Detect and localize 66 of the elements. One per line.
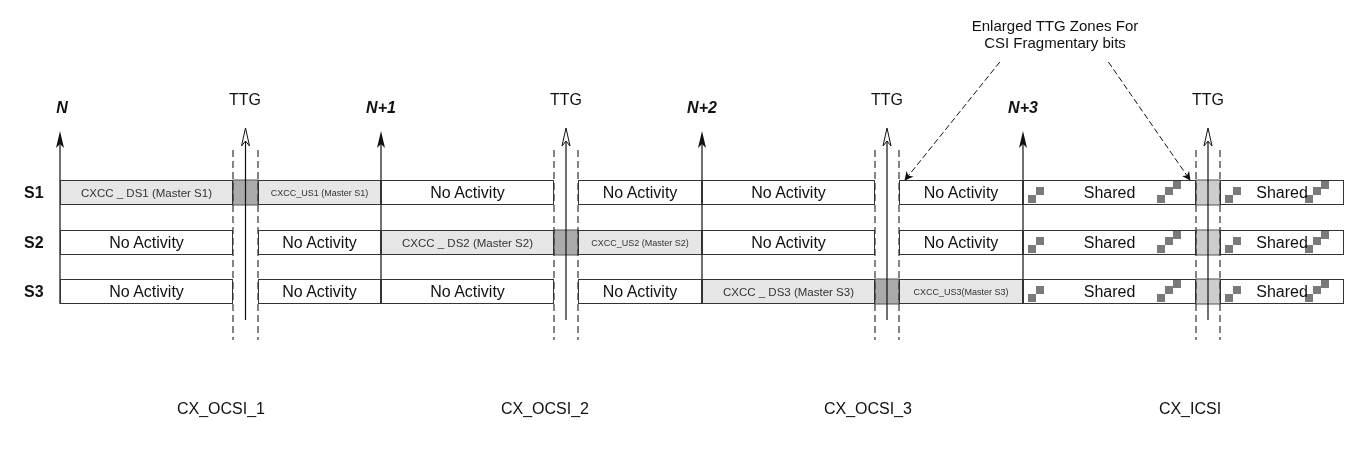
- shaded-time-slot: [899, 279, 1023, 304]
- slot-label: No Activity: [751, 183, 826, 202]
- time-slot: [899, 180, 1023, 205]
- row-label: S3: [24, 283, 44, 301]
- slot-label: No Activity: [109, 233, 184, 252]
- slot-label: Shared: [1256, 233, 1308, 252]
- row-label: S2: [24, 234, 44, 252]
- time-slot: [258, 230, 381, 255]
- slot-label: CXCC _ DS3 (Master S3): [723, 285, 854, 298]
- time-slot: [899, 230, 1023, 255]
- leader-arrow: [904, 61, 1001, 181]
- slot-label: No Activity: [602, 282, 678, 301]
- slot-label: No Activity: [923, 183, 999, 202]
- slot-label: Shared: [1083, 183, 1136, 202]
- slot-label: No Activity: [430, 282, 505, 301]
- time-slot: [1220, 230, 1344, 255]
- frame-number: N: [56, 99, 68, 117]
- time-slot: [1220, 279, 1344, 304]
- slot-label: No Activity: [923, 233, 999, 252]
- time-slot: [381, 180, 554, 205]
- slot-label: Shared: [1083, 282, 1136, 301]
- slot-label: No Activity: [282, 233, 357, 252]
- slot-label: Shared: [1256, 183, 1308, 202]
- slot-label: Shared: [1256, 282, 1308, 301]
- slot-label: CXCC_US1 (Master S1): [270, 187, 369, 198]
- slot-label: CXCC _ DS1 (Master S1): [81, 186, 212, 199]
- shaded-time-slot: [258, 180, 381, 205]
- slot-label: CXCC_US2 (Master S2): [591, 237, 689, 248]
- slot-label: Shared: [1083, 233, 1136, 252]
- shaded-time-slot: [381, 230, 554, 255]
- time-slot: [1023, 279, 1196, 304]
- shaded-time-slot: [60, 180, 233, 205]
- slot-label: No Activity: [602, 183, 678, 202]
- time-slot: [1023, 230, 1196, 255]
- slot-label: CXCC _ DS2 (Master S2): [402, 236, 533, 249]
- time-slot: [702, 180, 875, 205]
- time-slot: [60, 230, 233, 255]
- time-slot: [381, 279, 554, 304]
- ttg-label: TTG: [1192, 91, 1224, 109]
- frame-number: N+1: [366, 99, 396, 117]
- leader-arrow: [1107, 61, 1191, 181]
- zone-label: CX_ICSI: [1158, 400, 1222, 418]
- ttg-label: TTG: [871, 91, 903, 109]
- slot-label: No Activity: [430, 183, 505, 202]
- ttg-label: TTG: [229, 91, 261, 109]
- callout-text: Enlarged TTG Zones For CSI Fragmentary bits: [970, 17, 1140, 51]
- slot-label: No Activity: [751, 233, 826, 252]
- frame-number: N+3: [1008, 99, 1038, 117]
- slot-label: CXCC_US3(Master S3): [913, 286, 1009, 297]
- row-label: S1: [24, 184, 44, 202]
- time-slot: [578, 279, 702, 304]
- slot-label: No Activity: [282, 282, 357, 301]
- time-slot: [1023, 180, 1196, 205]
- zone-label: CX_OCSI_3: [823, 400, 912, 418]
- frame-number: N+2: [687, 99, 717, 117]
- time-slot: [60, 279, 233, 304]
- ttg-label: TTG: [550, 91, 582, 109]
- time-slot: [1220, 180, 1344, 205]
- slot-label: No Activity: [109, 282, 184, 301]
- time-slot: [702, 230, 875, 255]
- zone-label: CX_OCSI_2: [500, 400, 589, 418]
- shaded-time-slot: [578, 230, 702, 255]
- zone-label: CX_OCSI_1: [176, 400, 265, 418]
- time-slot: [578, 180, 702, 205]
- time-slot: [258, 279, 381, 304]
- shaded-time-slot: [702, 279, 875, 304]
